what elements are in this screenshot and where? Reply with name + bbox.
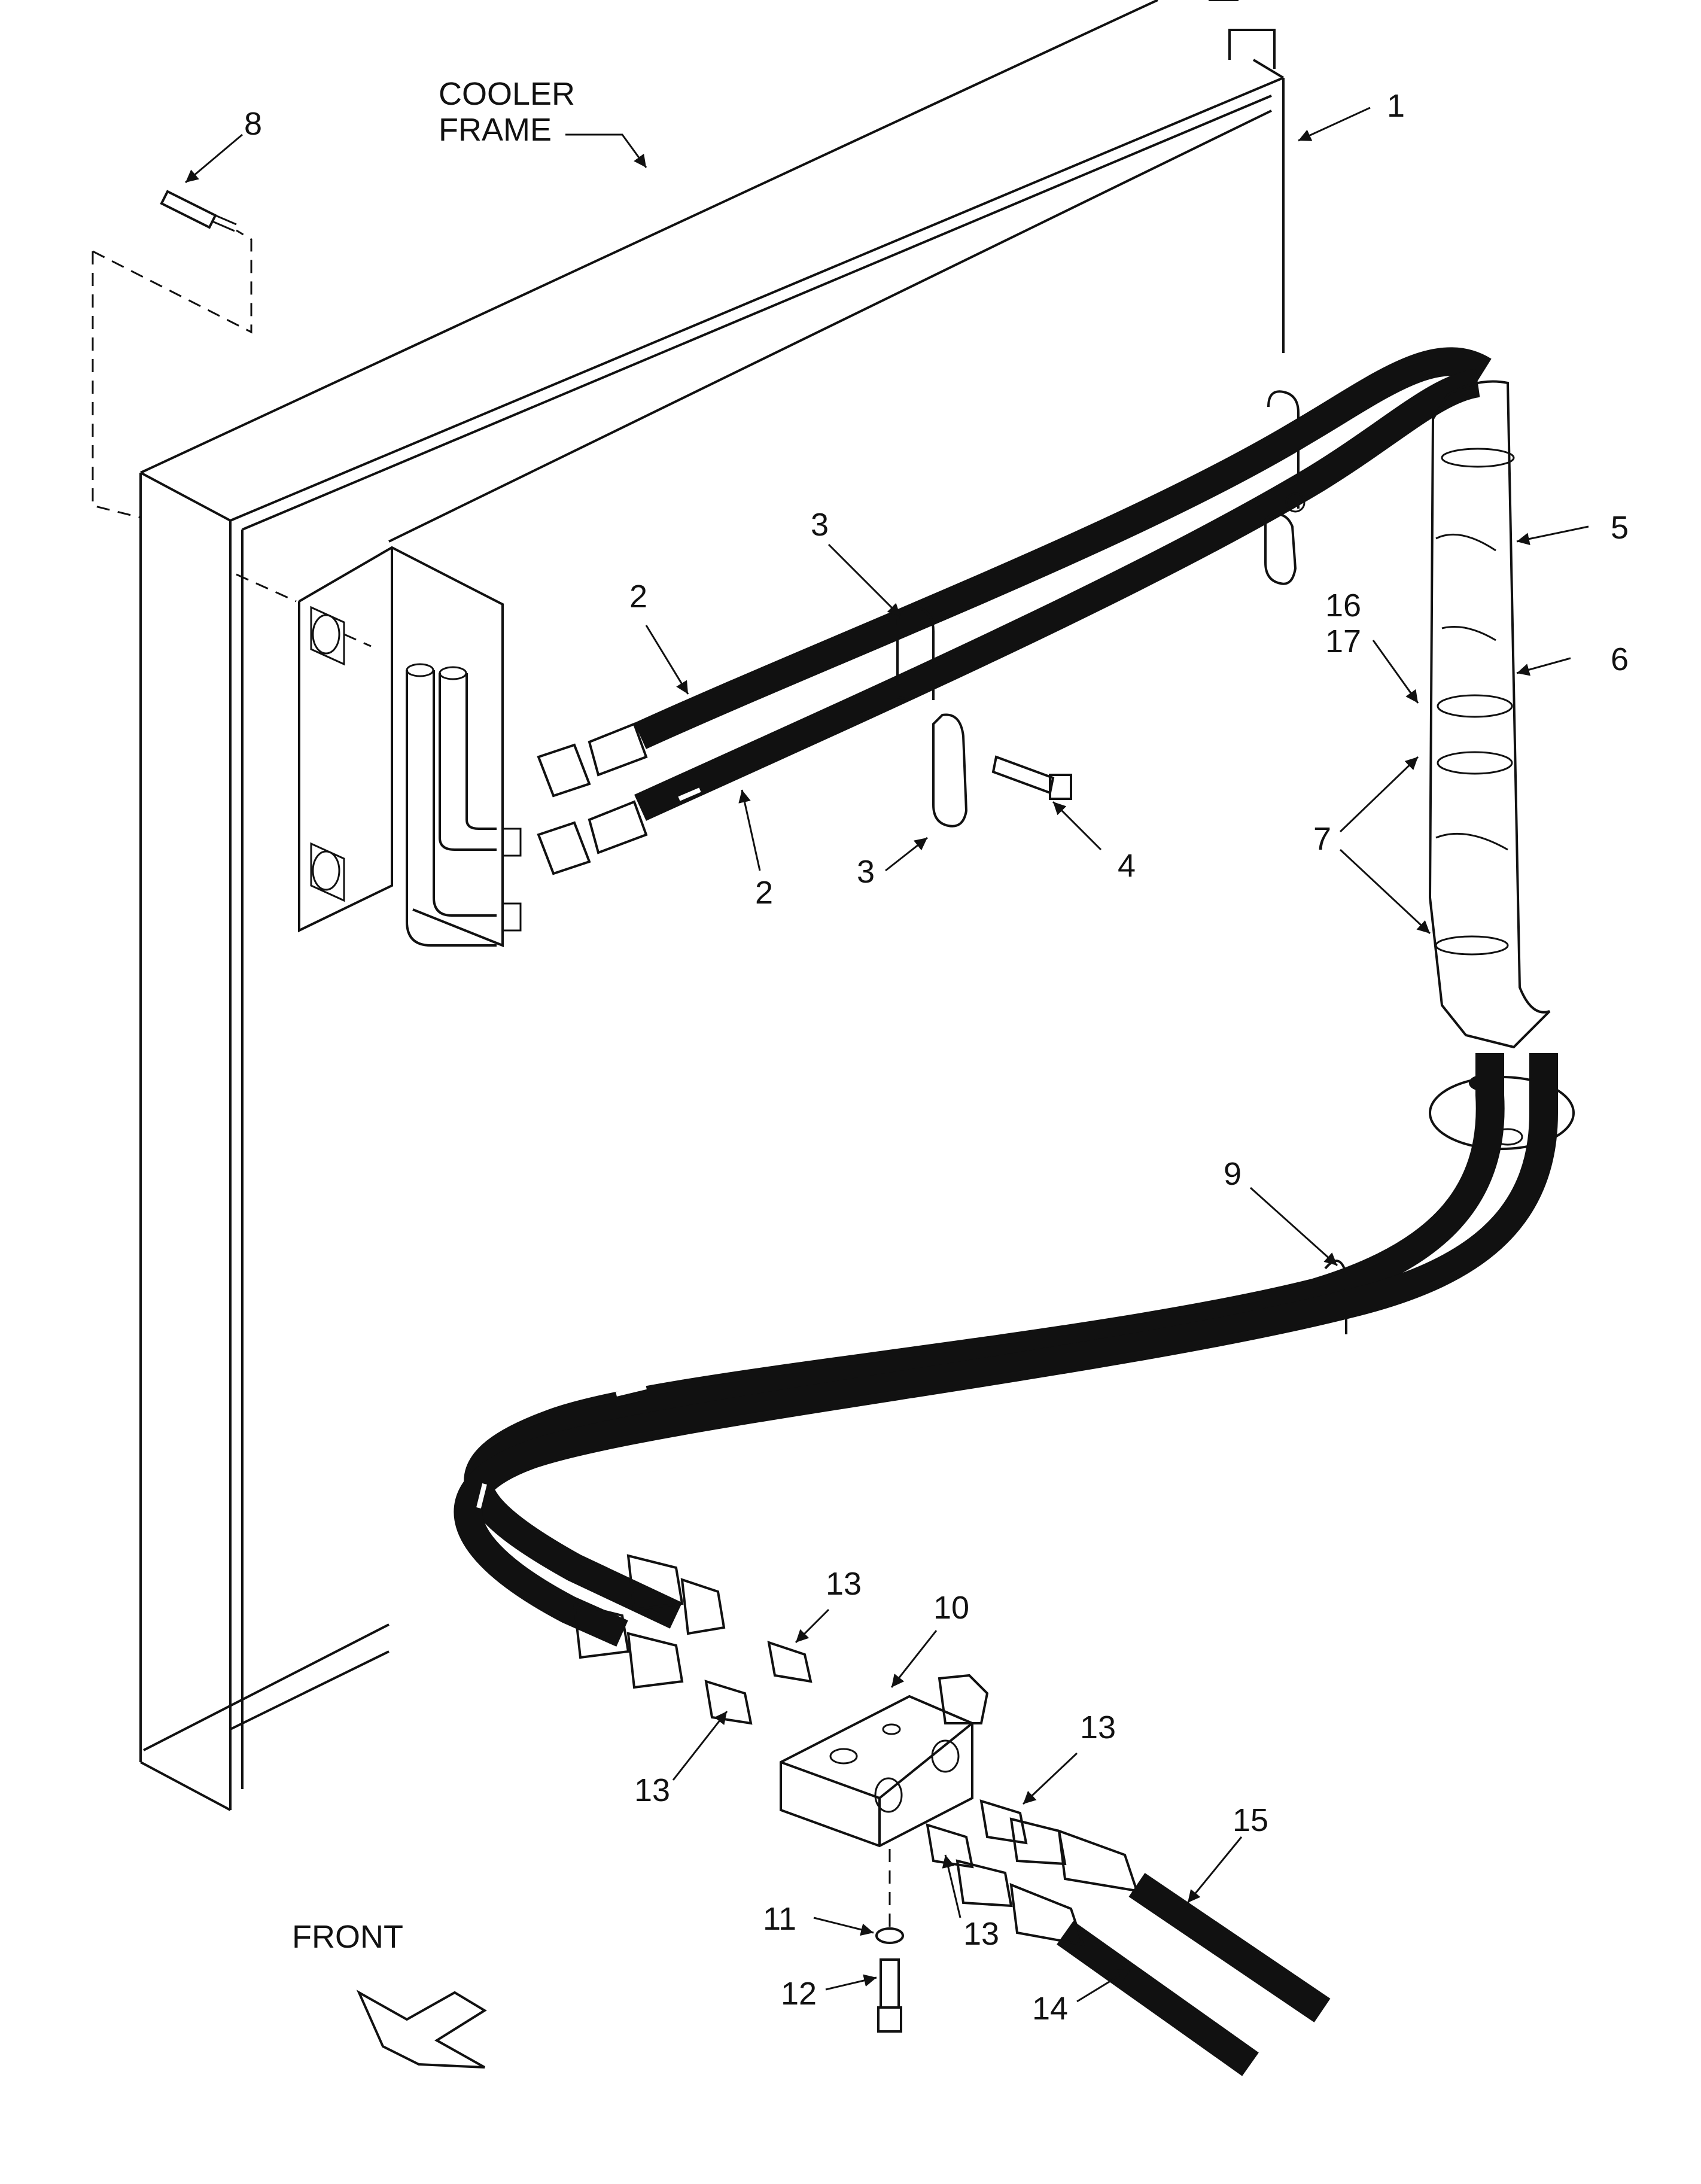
hose-assembly-2	[537, 347, 1492, 875]
callout-5: 5	[1611, 510, 1629, 546]
callout-4: 4	[1118, 848, 1136, 884]
front-direction-arrow	[356, 1990, 487, 2069]
callout-7: 7	[1313, 821, 1331, 857]
callout-16: 16	[1325, 588, 1361, 623]
clamp-3	[896, 390, 1306, 828]
callout-labels: 1 COOLER FRAME 8 2 2 3 3 4 5 16 17 6 7 9…	[244, 76, 1629, 2027]
callout-13-a: 13	[826, 1566, 862, 1602]
capscrew-8	[92, 190, 252, 519]
callout-13-d: 13	[963, 1916, 999, 1952]
callout-2-upper: 2	[629, 579, 647, 615]
capscrew-4	[991, 755, 1072, 800]
callout-17: 17	[1325, 623, 1361, 659]
callout-9: 9	[1224, 1156, 1241, 1192]
callout-8: 8	[244, 106, 262, 142]
protective-sleeve-5	[1428, 380, 1551, 1049]
callout-1: 1	[1387, 88, 1405, 124]
manifold-block-10	[780, 1674, 989, 1927]
cooler-port-bracket	[236, 546, 522, 947]
callout-6: 6	[1611, 641, 1629, 677]
hose-assembly-lower	[454, 1053, 1558, 1689]
cooler-label-line1: COOLER	[439, 76, 575, 112]
callout-13-b: 13	[1080, 1710, 1116, 1745]
callout-14: 14	[1032, 1991, 1068, 2027]
cooler-label-line2: FRAME	[439, 112, 552, 148]
hose-14-15	[956, 1817, 1331, 2076]
callout-3-lower: 3	[857, 854, 875, 890]
washer-11	[875, 1927, 904, 1944]
callout-3-upper: 3	[811, 507, 829, 543]
callout-13-c: 13	[634, 1772, 670, 1808]
callout-11: 11	[763, 1901, 796, 1937]
adapter-13	[704, 1641, 1028, 1869]
callout-15: 15	[1233, 1802, 1268, 1838]
callout-2-lower: 2	[755, 875, 773, 911]
cooler-frame	[139, 0, 1285, 1811]
callout-12: 12	[781, 1976, 817, 2012]
capscrew-12	[877, 1958, 902, 2033]
front-label: FRONT	[292, 1919, 403, 1955]
leader-lines	[185, 107, 1589, 2003]
callout-10: 10	[933, 1590, 969, 1626]
